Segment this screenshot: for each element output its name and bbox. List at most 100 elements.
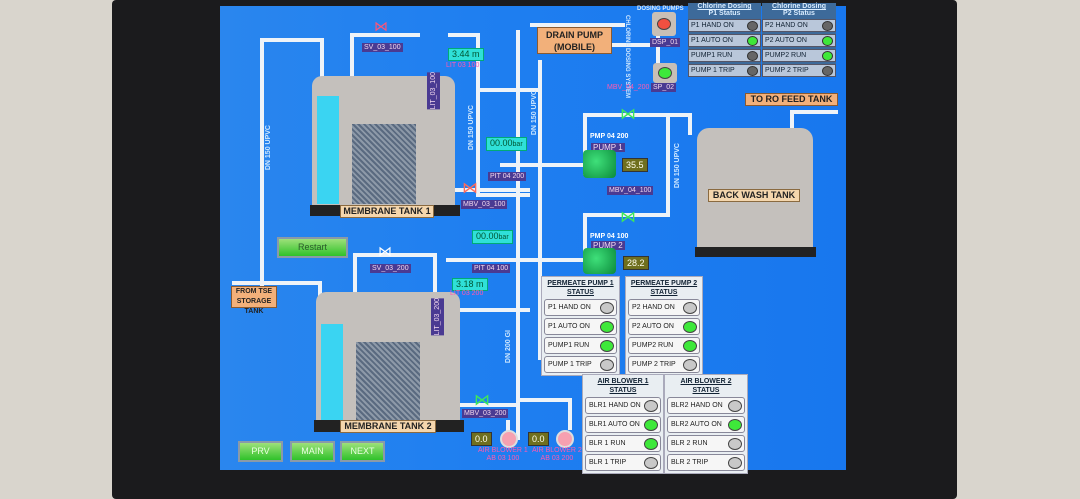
status-row: BLR1 HAND ON	[585, 397, 661, 414]
status-label: P2 HAND ON	[632, 304, 675, 311]
status-led-icon	[600, 320, 614, 333]
status-led-icon	[683, 358, 697, 371]
panel-title: Chlorine Dosing	[771, 3, 827, 10]
pipe-label: DN 150 UPVC	[468, 105, 475, 151]
panel-title: Chlorine Dosing	[697, 3, 752, 10]
status-row: BLR 1 RUN	[585, 435, 661, 452]
from-tse-label: FROM TSE STORAGE TANK	[231, 286, 277, 315]
status-label: BLR 1 RUN	[589, 440, 626, 447]
dosing-pump-1-button[interactable]	[652, 12, 676, 36]
status-led-icon	[644, 418, 658, 431]
status-row: P2 AUTO ON	[628, 318, 700, 335]
status-label: PUMP1 RUN	[691, 52, 733, 59]
motorized-valve-icon[interactable]: ⋈	[620, 106, 636, 123]
status-label: PUMP 2 TRIP	[765, 67, 809, 74]
panel-title: AIR BLOWER 1 STATUS	[597, 378, 649, 394]
pump-2-name: PUMP 2	[591, 241, 625, 250]
status-row: P2 AUTO ON	[762, 34, 836, 47]
status-led-icon	[747, 20, 758, 31]
dosing-pump-2-button[interactable]	[653, 63, 677, 83]
status-label: BLR 2 RUN	[671, 440, 708, 447]
status-led-icon	[822, 35, 833, 46]
status-led-icon	[644, 437, 658, 450]
pit-04-100-value: 00.00	[476, 231, 499, 241]
status-row: BLR 2 RUN	[667, 435, 745, 452]
status-row: PUMP 2 TRIP	[628, 356, 700, 373]
blower-2-value: 0.0	[528, 432, 549, 446]
main-button[interactable]: MAIN	[290, 441, 335, 462]
status-row: PUMP2 RUN	[628, 337, 700, 354]
restart-button[interactable]: Restart	[277, 237, 348, 258]
backwash-tank	[697, 128, 813, 248]
status-row: P1 AUTO ON	[688, 34, 761, 47]
sv-03-100-tag: SV_03_100	[362, 43, 403, 52]
motorized-valve-icon[interactable]: ⋈	[474, 392, 490, 409]
motorized-valve-icon[interactable]: ⋈	[462, 180, 478, 197]
pump-1-value: 35.5	[622, 158, 648, 172]
status-led-icon	[683, 320, 697, 333]
motorized-valve-icon[interactable]: ⋈	[620, 209, 636, 226]
tank-base	[695, 247, 816, 257]
panel-title: PERMEATE PUMP 2 STATUS	[630, 280, 698, 296]
status-row: BLR 2 TRIP	[667, 454, 745, 471]
status-led-icon	[822, 20, 833, 31]
membrane-module	[352, 124, 416, 204]
solenoid-valve-icon[interactable]: ⋈	[378, 243, 392, 259]
air-blower-1-icon[interactable]	[500, 430, 518, 448]
lit-03-200-tag: LIT 03 200	[450, 290, 484, 297]
sp-02-tag: SP_02	[651, 83, 677, 92]
status-row: PUMP1 RUN	[688, 49, 761, 62]
status-led-icon	[747, 35, 758, 46]
membrane-tank-1-label: MEMBRANE TANK 1	[340, 205, 434, 218]
tank-level	[321, 324, 343, 420]
status-label: BLR1 HAND ON	[589, 402, 641, 409]
status-row: PUMP2 RUN	[762, 49, 836, 62]
status-led-icon	[644, 456, 658, 469]
status-label: PUMP2 RUN	[632, 342, 674, 349]
solenoid-valve-icon[interactable]: ⋈	[374, 18, 388, 34]
unit: bar	[498, 234, 509, 241]
status-row: BLR 1 TRIP	[585, 454, 661, 471]
status-row: P2 HAND ON	[628, 299, 700, 316]
panel-subtitle: P1 Status	[708, 10, 741, 17]
mbv-04-100-tag: MBV_04_100	[607, 186, 654, 195]
unit: bar	[512, 141, 523, 148]
pipe-label: DN 150 UPVC	[531, 90, 538, 136]
chlorine-system-label: CHLORINE DOSING SYSTEM	[624, 15, 630, 99]
status-row: PUMP 2 TRIP	[762, 64, 836, 77]
membrane-module	[356, 342, 420, 420]
mbv-03-200-tag: MBV_03_200	[462, 409, 509, 418]
status-led-icon	[728, 399, 742, 412]
status-row: BLR1 AUTO ON	[585, 416, 661, 433]
status-led-icon	[657, 18, 671, 30]
status-led-icon	[658, 67, 672, 79]
lit-03-200-value: 3.18	[456, 279, 474, 289]
blower-2-name: AIR BLOWER 2	[532, 447, 582, 454]
status-led-icon	[644, 399, 658, 412]
air-blower-2-icon[interactable]	[556, 430, 574, 448]
blower-1-value: 0.0	[471, 432, 492, 446]
status-label: PUMP 2 TRIP	[632, 361, 676, 368]
status-led-icon	[600, 339, 614, 352]
status-row: PUMP 1 TRIP	[688, 64, 761, 77]
drain-pump-label: DRAIN PUMP (MOBILE)	[537, 27, 612, 54]
pump-1-icon[interactable]	[583, 150, 616, 178]
blower-2-tag: AB 03 200	[540, 455, 574, 462]
status-label: PUMP2 RUN	[765, 52, 807, 59]
pump-2-icon[interactable]	[583, 248, 616, 274]
status-led-icon	[747, 50, 758, 61]
lit-03-100-tag: LIT 03 100	[446, 62, 480, 69]
pit-04-100-tag: PIT 04 100	[472, 264, 511, 273]
pump-2-tag: PMP 04 100	[590, 233, 629, 240]
status-label: P1 AUTO ON	[691, 37, 733, 44]
status-label: P2 HAND ON	[765, 22, 808, 29]
status-led-icon	[600, 358, 614, 371]
pump-1-name: PUMP 1	[591, 143, 625, 152]
prev-button[interactable]: PRV	[238, 441, 283, 462]
membrane-tank-1	[312, 76, 455, 206]
status-label: PUMP 1 TRIP	[691, 67, 735, 74]
next-button[interactable]: NEXT	[340, 441, 385, 462]
